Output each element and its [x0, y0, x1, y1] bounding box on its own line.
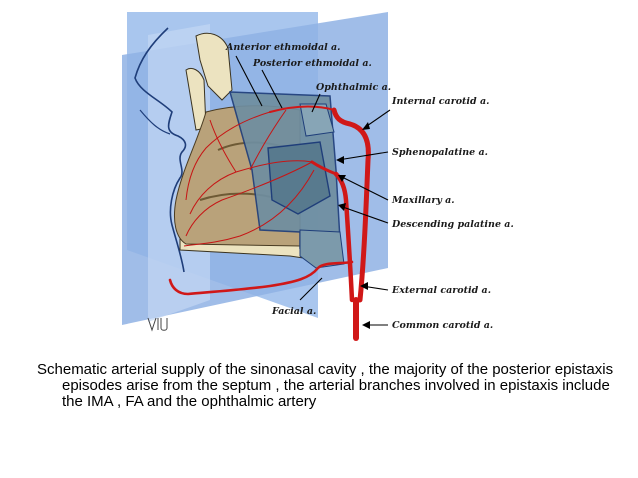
- descending-palatine-branch: [183, 169, 315, 247]
- leader-posterior-ethmoidal: [261, 69, 283, 109]
- leader-maxillary: [339, 175, 389, 201]
- arrowhead-sphenopalatine: [336, 156, 344, 164]
- leader-anterior-ethmoidal: [235, 55, 263, 107]
- label-ophthalmic: Ophthalmic a.: [316, 82, 391, 93]
- anatomy-figure: Anterior ethmoidal a. Posterior ethmoida…: [122, 12, 514, 341]
- lateral-wall-branch: [209, 119, 237, 173]
- nose-profile: [134, 27, 187, 273]
- maxillary-process: [299, 229, 345, 269]
- arrowhead-descending-palatine: [338, 203, 346, 211]
- label-external-carotid: External carotid a.: [391, 285, 491, 296]
- arrowhead-maxillary: [338, 175, 346, 182]
- label-sphenopalatine: Sphenopalatine a.: [392, 147, 488, 158]
- facial-artery: [168, 260, 354, 296]
- leader-descending-palatine: [339, 205, 389, 224]
- sinonasal-artery-diagram: Anterior ethmoidal a. Posterior ethmoida…: [122, 12, 514, 341]
- arrowhead-external-carotid: [360, 282, 368, 290]
- label-internal-carotid: Internal carotid a.: [391, 96, 489, 107]
- leader-facial: [299, 277, 323, 301]
- frontal-bone: [195, 32, 233, 101]
- internal-carotid-artery: [331, 107, 371, 303]
- label-posterior-ethmoidal: Posterior ethmoidal a.: [252, 58, 372, 69]
- anterior-ethmoidal-branch: [185, 111, 271, 201]
- external-carotid-artery: [333, 171, 355, 303]
- arrowhead-common-carotid: [362, 321, 370, 329]
- leader-sphenopalatine: [337, 151, 389, 161]
- figure-caption: Schematic arterial supply of the sinonas…: [37, 361, 614, 410]
- ophthalmic-artery: [269, 105, 335, 113]
- maxillary-artery: [310, 160, 338, 176]
- nostril-outline: [139, 109, 171, 135]
- label-common-carotid: Common carotid a.: [392, 320, 493, 331]
- orbital-cell: [267, 141, 331, 215]
- arrowhead-internal-carotid: [362, 122, 370, 130]
- septal-branch: [185, 161, 313, 237]
- posterior-ethmoidal-branch: [249, 109, 287, 171]
- label-descending-palatine: Descending palatine a.: [391, 219, 514, 230]
- label-anterior-ethmoidal: Anterior ethmoidal a.: [225, 42, 341, 53]
- leader-ophthalmic: [311, 93, 321, 113]
- label-maxillary: Maxillary a.: [391, 195, 455, 206]
- label-facial: Facial a.: [271, 306, 316, 317]
- sphenoid-sinus: [299, 103, 335, 137]
- artist-signature: [147, 317, 168, 332]
